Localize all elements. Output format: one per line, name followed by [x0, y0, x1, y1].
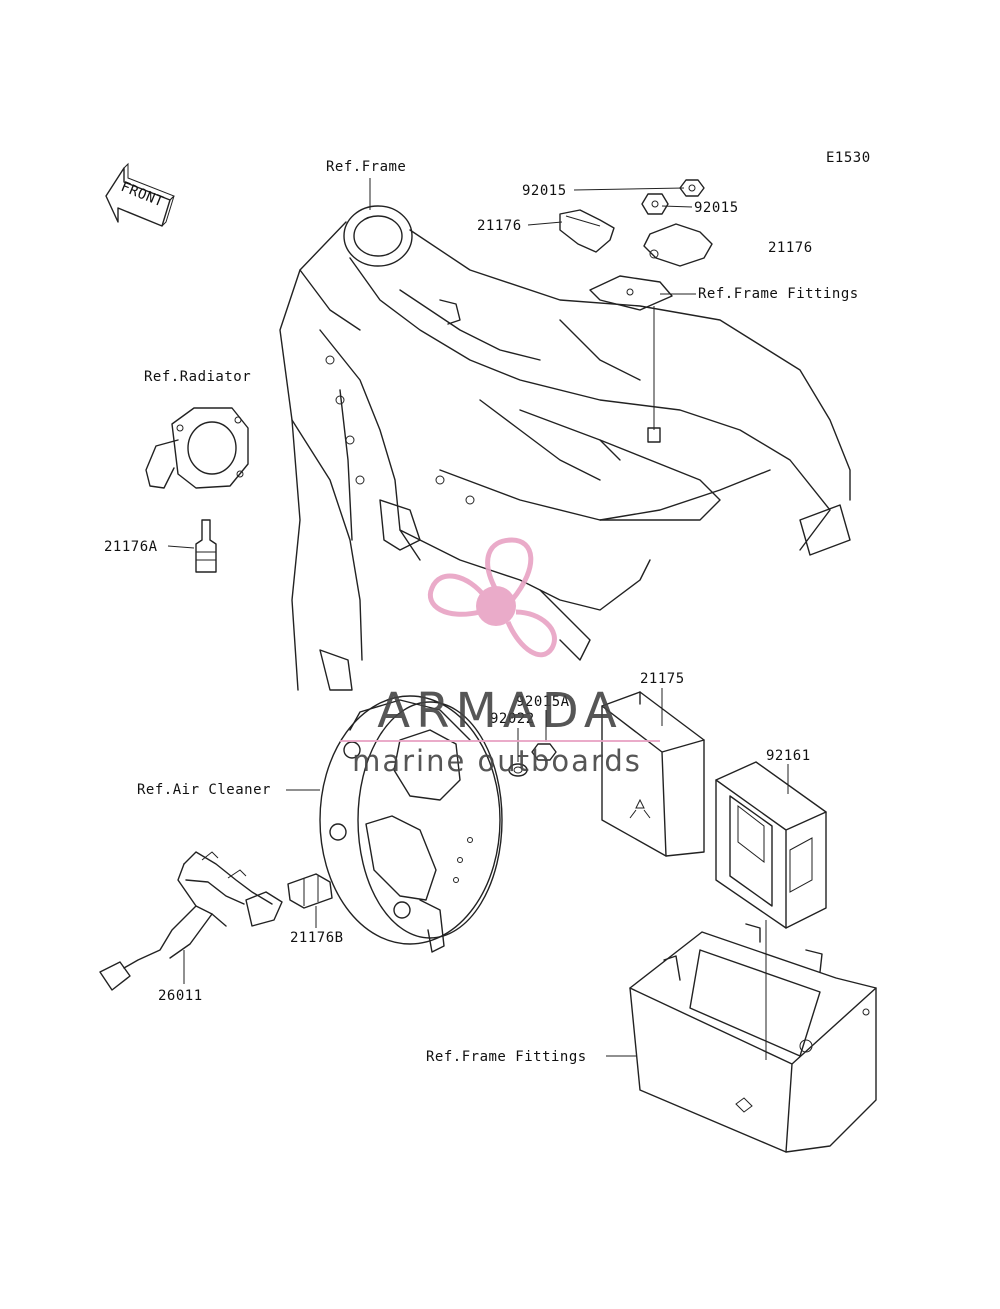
callout-21175: 21175 — [640, 671, 685, 687]
callout-ref-frame-fittings-bottom: Ref.Frame Fittings — [426, 1049, 587, 1065]
ecu-21175-drawing — [601, 691, 705, 857]
callout-21176-left: 21176 — [477, 218, 522, 234]
nut-92015-right-drawing — [641, 193, 669, 215]
diagram-code: E1530 — [826, 150, 871, 166]
callout-ref-air-cleaner: Ref.Air Cleaner — [137, 782, 271, 798]
nut-92015A-drawing — [531, 743, 557, 761]
frame-drawing — [279, 205, 851, 691]
tray-frame-fittings-drawing — [629, 923, 877, 1153]
armada-watermark: ARMADA marine outboards — [340, 537, 660, 778]
sensor-21176-right-drawing — [643, 223, 713, 267]
propeller-logo-icon — [427, 537, 557, 658]
callout-ref-frame: Ref.Frame — [326, 159, 406, 175]
front-arrow-icon: FRONT — [105, 162, 175, 227]
watermark-brand: ARMADA — [377, 683, 622, 739]
radiator-housing-drawing — [145, 407, 249, 489]
callout-ref-radiator: Ref.Radiator — [144, 369, 251, 385]
callout-21176B: 21176B — [290, 930, 344, 946]
bracket-frame-fittings-drawing — [589, 275, 673, 311]
washer-92022-drawing — [508, 763, 528, 777]
callout-26011: 26011 — [158, 988, 203, 1004]
watermark-tagline: marine outboards — [352, 744, 642, 778]
callout-92015-left: 92015 — [522, 183, 567, 199]
callout-21176-right: 21176 — [768, 240, 813, 256]
harness-26011-drawing — [99, 851, 283, 991]
callout-ref-frame-fittings-top: Ref.Frame Fittings — [698, 286, 859, 302]
sensor-21176B-drawing — [287, 873, 333, 909]
cover-92161-drawing — [715, 761, 827, 929]
sensor-21176A-drawing — [195, 519, 217, 573]
callout-21176A: 21176A — [104, 539, 158, 555]
sensor-21176-left-drawing — [559, 209, 615, 253]
callout-92015-right: 92015 — [694, 200, 739, 216]
callout-92015A: 92015A — [516, 694, 570, 710]
callout-92161: 92161 — [766, 748, 811, 764]
callout-92022: 92022 — [490, 711, 535, 727]
air-cleaner-drawing — [319, 695, 503, 953]
